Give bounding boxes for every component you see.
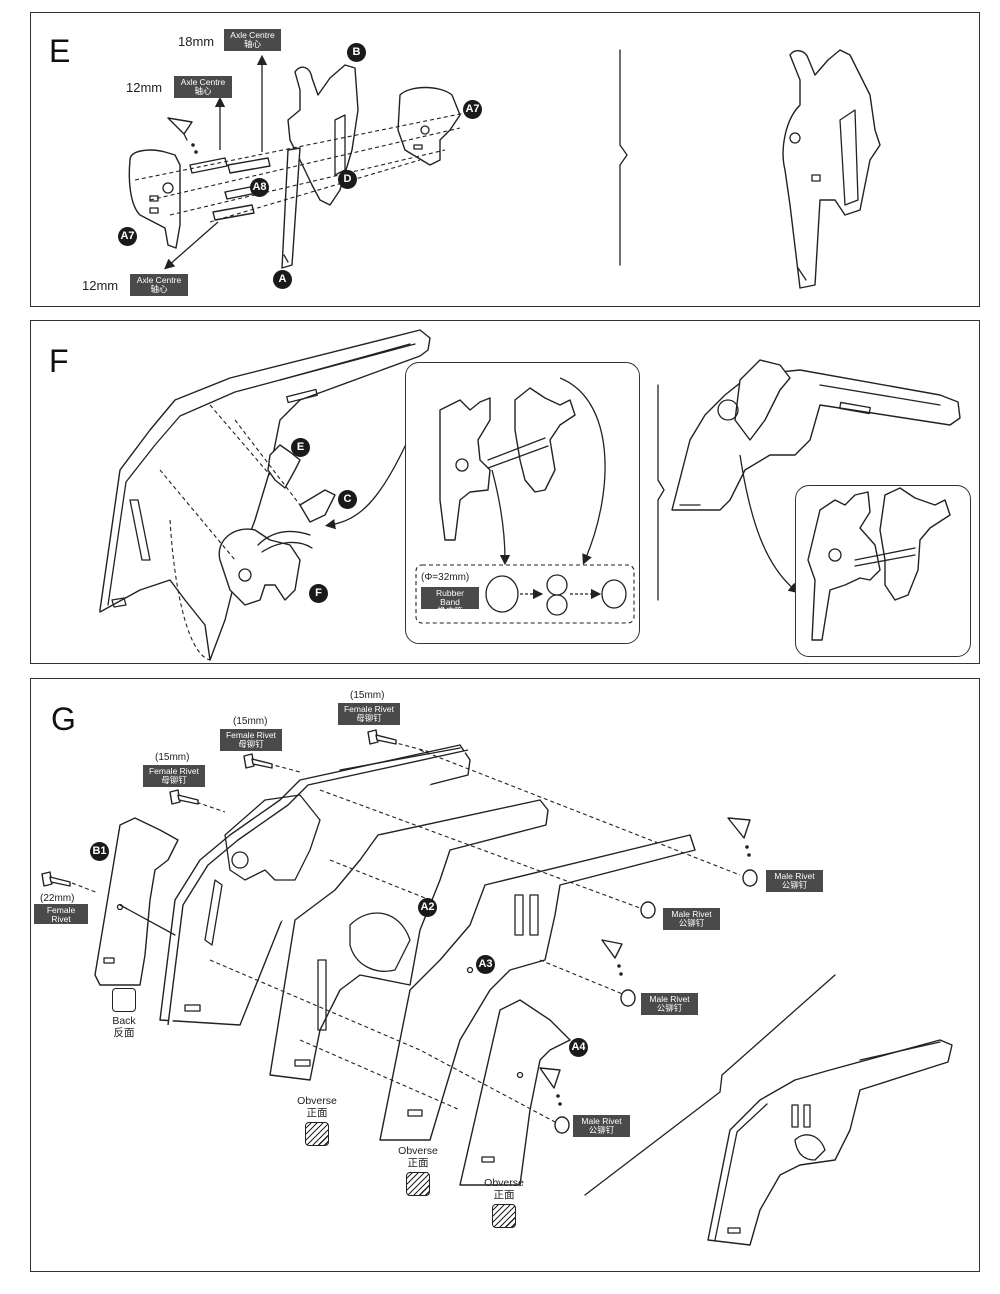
step-letter-e: E [49, 33, 71, 69]
back-cn: 反面 [113, 1027, 135, 1039]
side-obverse-a4: Obverse 正面 [479, 1177, 529, 1228]
side-obverse-a3: Obverse 正面 [393, 1145, 443, 1196]
rubber-band-diameter: (Φ=32mm) [421, 572, 470, 583]
badge-a8: A8 [250, 178, 269, 197]
axle-centre-cn: 轴心 [194, 86, 212, 96]
obverse-cn: 正面 [407, 1157, 429, 1169]
back-en: Back [112, 1015, 136, 1027]
badge-b: B [347, 43, 366, 62]
obverse-en: Obverse [484, 1177, 524, 1189]
badge-e: E [291, 438, 310, 457]
male-rivet-en: Male Rivet [774, 871, 815, 881]
obverse-hatch-icon [305, 1122, 329, 1146]
female-rivet-cn: 母铆钉 [356, 713, 382, 723]
length-12mm-top: 12mm [126, 80, 163, 95]
rivet-length-15mm-1: (15mm) [155, 752, 190, 763]
badge-a: A [273, 270, 292, 289]
side-obverse-a2: Obverse 正面 [292, 1095, 342, 1146]
male-rivet-tag-4: Male Rivet 公铆钉 [573, 1115, 630, 1137]
rubber-band-tag: Rubber Band 橡皮筋 [421, 587, 479, 616]
rivet-length-15mm-2: (15mm) [233, 716, 268, 727]
axle-centre-en: Axle Centre [180, 77, 226, 87]
female-rivet-tag-3: Female Rivet 母铆钉 [338, 703, 400, 725]
obverse-hatch-icon [406, 1172, 430, 1196]
panel-f-inset-drawing [415, 377, 951, 641]
badge-a4: A4 [569, 1038, 588, 1057]
male-rivet-cn: 公铆钉 [656, 1003, 683, 1013]
panel-e-drawing [128, 49, 881, 289]
female-rivet-tag-1: Female Rivet 母铆钉 [143, 765, 205, 787]
badge-b1: B1 [90, 842, 109, 861]
male-rivet-tag-2: Male Rivet 公铆钉 [663, 908, 720, 930]
badge-c: C [338, 490, 357, 509]
length-18mm: 18mm [178, 34, 215, 49]
male-rivet-tag-1: Male Rivet 公铆钉 [766, 870, 823, 892]
female-rivet-en: Female Rivet [148, 766, 200, 776]
male-rivet-cn: 公铆钉 [588, 1125, 615, 1135]
axle-centre-en: Axle Centre [230, 30, 275, 40]
axle-centre-tag-bottom: Axle Centre 轴心 [130, 274, 188, 296]
rivet-length-15mm-3: (15mm) [350, 690, 385, 701]
axle-centre-cn: 轴心 [150, 284, 168, 294]
obverse-en: Obverse [398, 1145, 438, 1157]
step-letter-g: G [51, 701, 76, 737]
badge-a2: A2 [418, 898, 437, 917]
female-rivet-cn: 母铆钉 [48, 923, 74, 933]
male-rivet-cn: 公铆钉 [781, 880, 808, 890]
step-letter-f: F [49, 343, 69, 379]
obverse-en: Obverse [297, 1095, 337, 1107]
badge-d: D [338, 170, 357, 189]
side-back: Back 反面 [104, 988, 144, 1039]
female-rivet-cn: 母铆钉 [161, 775, 187, 785]
female-rivet-en: Female Rivet [46, 905, 76, 924]
axle-centre-cn: 轴心 [243, 39, 261, 49]
male-rivet-tag-3: Male Rivet 公铆钉 [641, 993, 698, 1015]
axle-centre-tag-mid: Axle Centre 轴心 [174, 76, 232, 98]
female-rivet-tag-b1: Female Rivet 母铆钉 [34, 904, 88, 933]
badge-a7-left: A7 [118, 227, 137, 246]
obverse-hatch-icon [492, 1204, 516, 1228]
axle-centre-en: Axle Centre [136, 275, 182, 285]
back-side-icon [112, 988, 136, 1012]
female-rivet-en: Female Rivet [225, 730, 277, 740]
female-rivet-tag-2: Female Rivet 母铆钉 [220, 729, 282, 751]
rubber-band-en: Rubber Band [436, 588, 464, 607]
female-rivet-en: Female Rivet [343, 704, 395, 714]
badge-a3: A3 [476, 955, 495, 974]
rivet-length-22mm: (22mm) [40, 893, 75, 904]
rubber-band-cn: 橡皮筋 [437, 606, 463, 616]
obverse-cn: 正面 [306, 1107, 328, 1119]
male-rivet-en: Male Rivet [649, 994, 690, 1004]
axle-centre-tag-top: Axle Centre 轴心 [224, 29, 281, 51]
badge-a7-right: A7 [463, 100, 482, 119]
female-rivet-cn: 母铆钉 [238, 739, 264, 749]
male-rivet-en: Male Rivet [671, 909, 712, 919]
obverse-cn: 正面 [493, 1189, 515, 1201]
badge-f: F [309, 584, 328, 603]
male-rivet-en: Male Rivet [581, 1116, 622, 1126]
length-12mm-bottom: 12mm [82, 278, 119, 293]
male-rivet-cn: 公铆钉 [678, 918, 705, 928]
